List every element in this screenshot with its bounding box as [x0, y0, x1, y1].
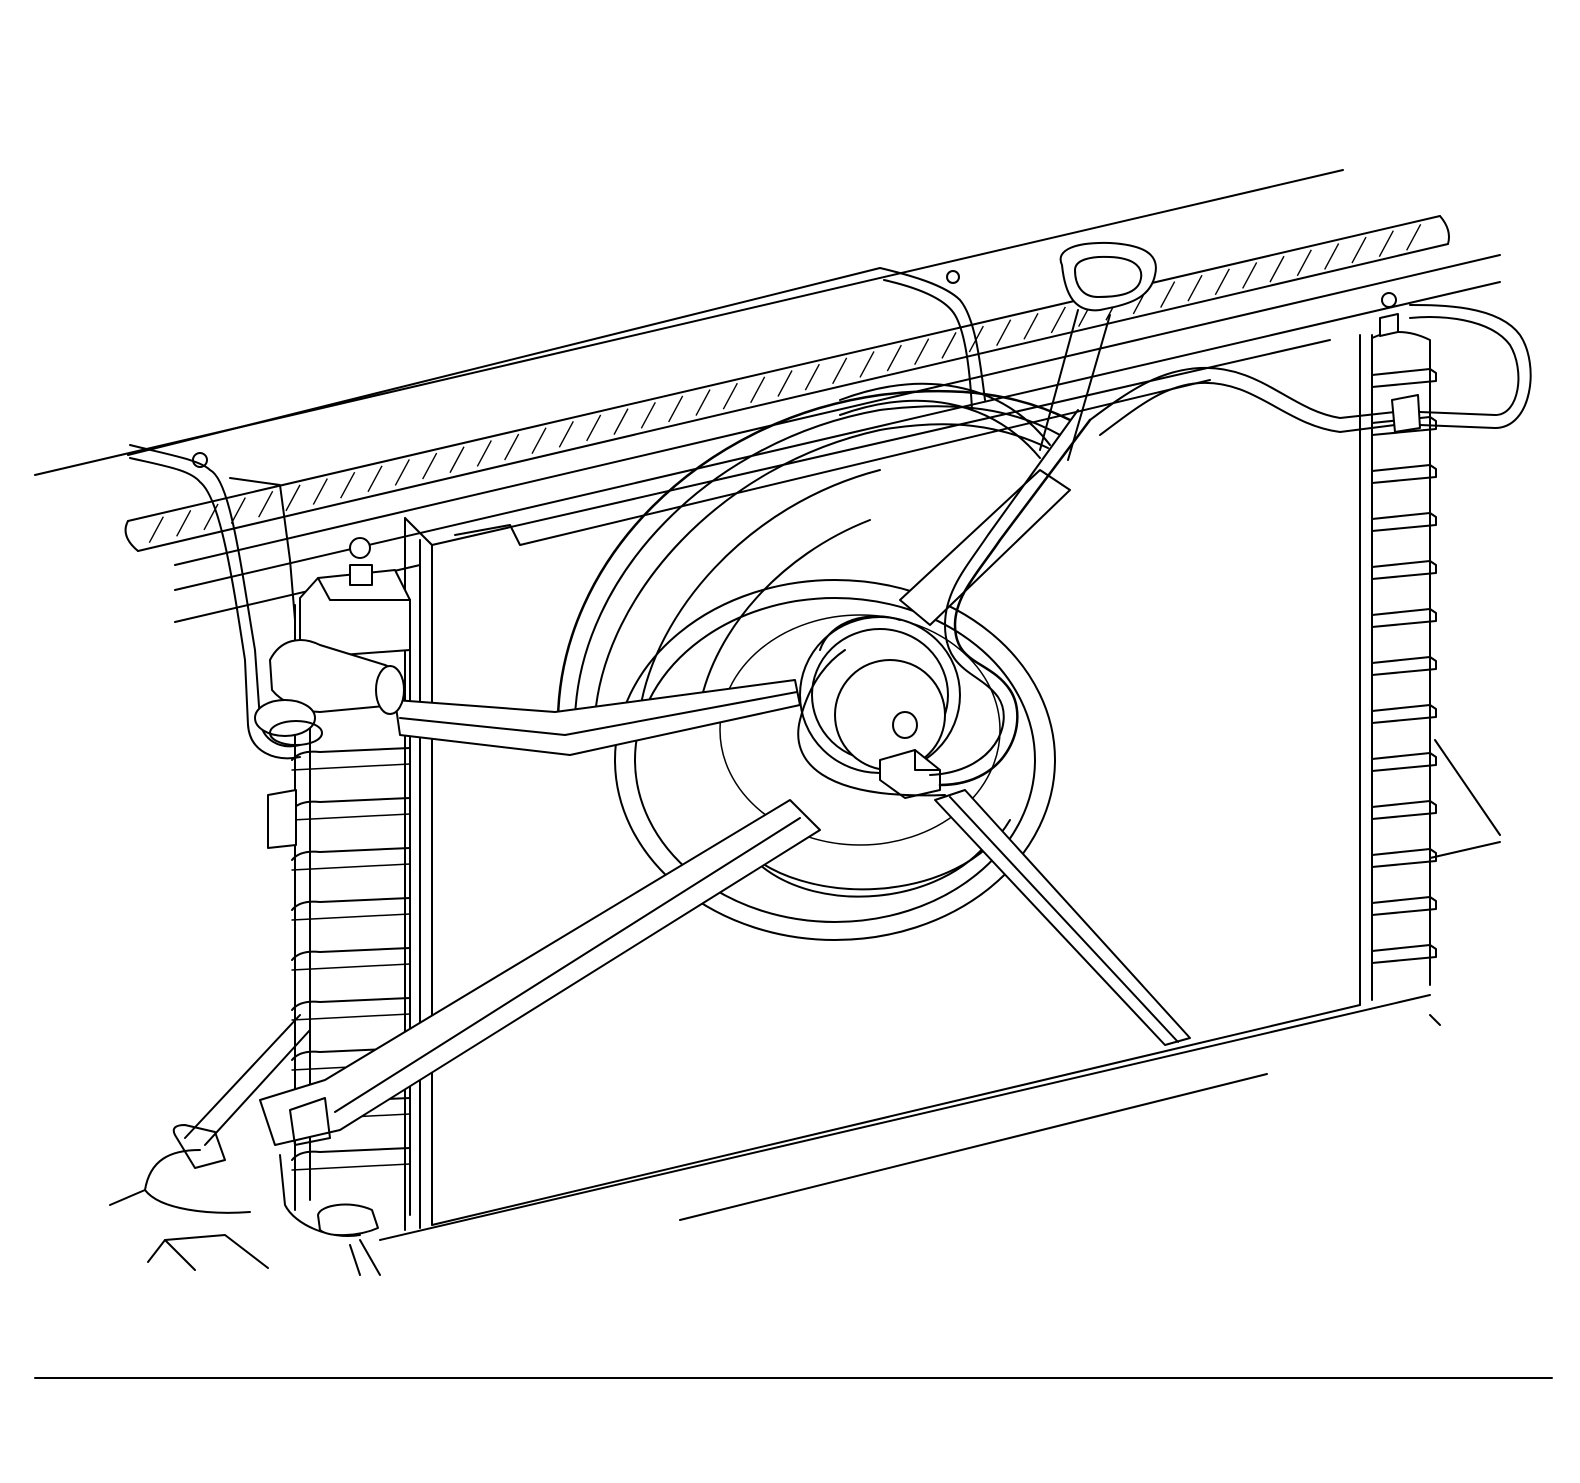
right-tank-fin	[1371, 752, 1437, 772]
radiator-core	[379, 339, 1431, 1241]
right-tank-fin	[1371, 560, 1437, 580]
weatherstrip-hatch-line	[859, 351, 875, 378]
weatherstrip-hatch-line	[1160, 281, 1176, 308]
weatherstrip-hatch-line	[340, 471, 356, 499]
weatherstrip-hatch-line	[832, 357, 848, 385]
weatherstrip-hatch-line	[285, 484, 301, 512]
weatherstrip-hatch-line	[394, 459, 410, 486]
weatherstrip-hatch-line	[531, 427, 547, 455]
weatherstrip-hatch-line	[1187, 274, 1203, 302]
weatherstrip-hatch-line	[1242, 262, 1258, 289]
left-tank-fin-edge	[291, 963, 411, 971]
left-tank-fin-edge	[291, 863, 411, 871]
weatherstrip-hatch-line	[886, 344, 902, 372]
right-tank-fin	[1371, 464, 1437, 484]
weatherstrip-hatch-line	[176, 509, 192, 537]
lower-left-structure	[109, 1149, 381, 1276]
right-tank-fin	[1371, 656, 1437, 676]
cooling-fan-shroud	[556, 389, 1072, 722]
right-tank-fin	[1371, 800, 1437, 820]
left-tank-fin-edge	[291, 1013, 411, 1021]
electrical-connector	[879, 749, 941, 799]
right-tank-fin	[1371, 704, 1437, 724]
weatherstrip-hatch-line	[640, 401, 656, 429]
right-tank-fin	[1371, 608, 1437, 628]
left-tank-fin	[291, 997, 411, 1011]
weatherstrip-hatch-line	[613, 408, 629, 435]
weatherstrip-hatch-line	[996, 319, 1012, 346]
fan-support-braces	[172, 469, 1191, 1169]
upper-hose	[254, 639, 405, 746]
weatherstrip-hatch-line	[1378, 230, 1394, 258]
weatherstrip-hatch-line	[722, 382, 738, 410]
weatherstrip-hatching	[148, 224, 1422, 543]
left-tank-fin	[291, 1047, 411, 1061]
weatherstrip-hatch-line	[1406, 224, 1422, 251]
weatherstrip-hatch-line	[777, 370, 793, 397]
weatherstrip-hatch-line	[312, 478, 328, 505]
weatherstrip-hatch-line	[148, 516, 164, 543]
right-tank-fin	[1371, 368, 1437, 388]
right-radiator-tank	[1359, 292, 1501, 1026]
weatherstrip-hatch-line	[422, 452, 438, 480]
left-tank-fin	[291, 947, 411, 961]
weatherstrip-hatch-line	[258, 490, 274, 518]
weatherstrip-hatch-line	[1351, 236, 1367, 264]
right-tank-fin	[1371, 944, 1437, 964]
weatherstrip-hatch-line	[504, 433, 520, 461]
weatherstrip-hatch-line	[558, 421, 574, 448]
weatherstrip-hatch-line	[1214, 268, 1230, 296]
weatherstrip-hatch-line	[914, 338, 930, 366]
weatherstrip-hatch-line	[750, 376, 766, 404]
fan-motor	[799, 615, 961, 774]
upper-radiator-support	[34, 169, 1501, 623]
left-tank-fin-edge	[291, 913, 411, 921]
weatherstrip-hatch-line	[586, 414, 602, 442]
weatherstrip-hatch-line	[1324, 243, 1340, 270]
weatherstrip-hatch-line	[203, 503, 219, 531]
weatherstrip-hatch-line	[230, 497, 246, 524]
weatherstrip-hatch-line	[695, 389, 711, 416]
weatherstrip-hatch-line	[804, 363, 820, 391]
weatherstrip-hatch-line	[367, 465, 383, 493]
weatherstrip-hatch-line	[668, 395, 684, 423]
weatherstrip-hatch-line	[476, 440, 492, 467]
weatherstrip-hatch-line	[449, 446, 465, 474]
right-tank-fins	[1371, 368, 1437, 964]
weatherstrip-hatch-line	[1296, 249, 1312, 277]
left-tank-fin	[291, 897, 411, 911]
weatherstrip-hatch-line	[941, 332, 957, 359]
weatherstrip-hatch-line	[1023, 312, 1039, 340]
weatherstrip-hatch-line	[1269, 255, 1285, 283]
right-tank-fin	[1371, 848, 1437, 868]
wiring-harness	[129, 241, 1532, 797]
left-tank-fin-edge	[291, 763, 411, 771]
right-tank-fin	[1371, 512, 1437, 532]
right-tank-fin	[1371, 896, 1437, 916]
weatherstrip-hatch-line	[1050, 306, 1066, 334]
left-radiator-tank	[267, 537, 411, 1216]
left-tank-fin-edge	[291, 813, 411, 821]
left-tank-fin	[291, 847, 411, 861]
left-tank-fin-edge	[291, 1163, 411, 1171]
left-tank-fin	[291, 1147, 411, 1161]
